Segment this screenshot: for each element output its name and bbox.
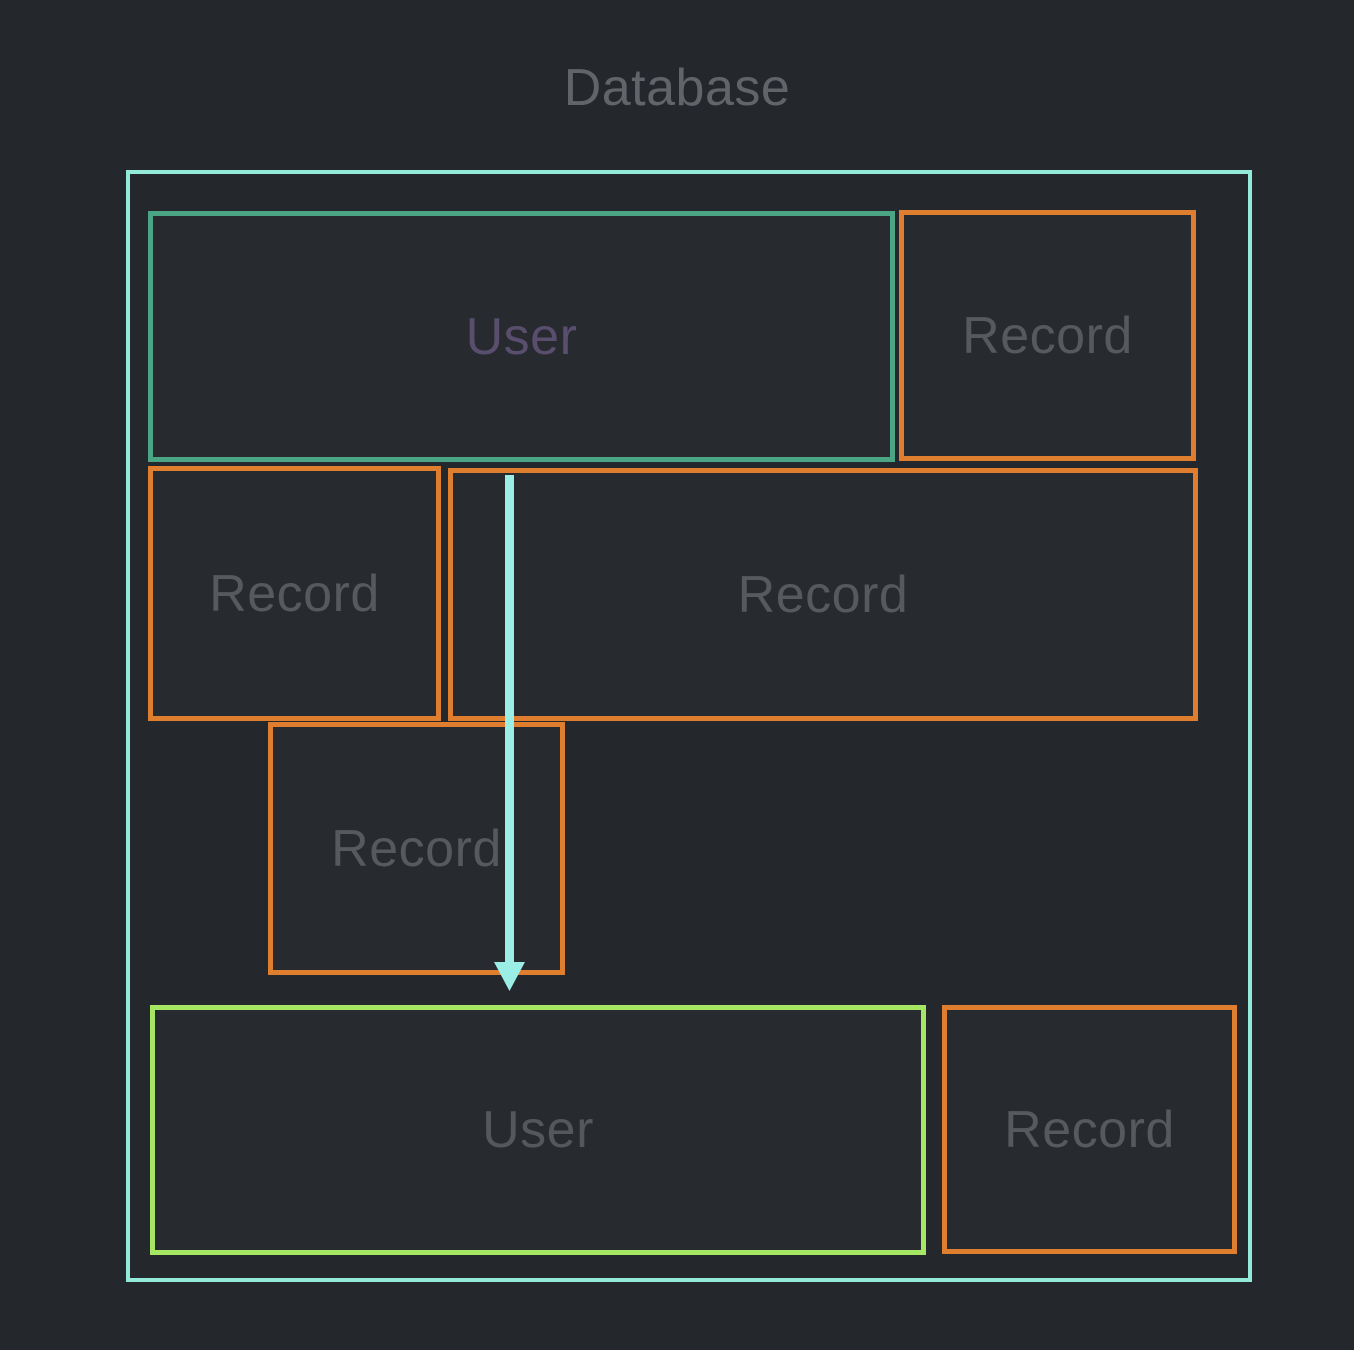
node-record-mid-left-label: Record	[209, 564, 380, 623]
node-user-bottom: User	[150, 1005, 926, 1255]
node-record-bottom-right-label: Record	[1004, 1100, 1175, 1159]
node-user-bottom-label: User	[482, 1101, 594, 1159]
node-record-top-right: Record	[899, 210, 1196, 461]
node-user-top-label: User	[465, 307, 578, 366]
node-record-mid-left: Record	[148, 466, 441, 721]
node-record-lower-mid-label: Record	[331, 819, 502, 878]
database-container-box	[126, 170, 1252, 1282]
node-record-lower-mid: Record	[268, 722, 565, 975]
node-user-top: User	[148, 211, 895, 462]
node-record-bottom-right: Record	[942, 1005, 1237, 1254]
node-record-top-right-label: Record	[962, 306, 1133, 365]
node-record-mid-wide-label: Record	[737, 565, 909, 624]
node-record-mid-wide: Record	[448, 468, 1198, 721]
database-title: Database	[563, 59, 791, 117]
